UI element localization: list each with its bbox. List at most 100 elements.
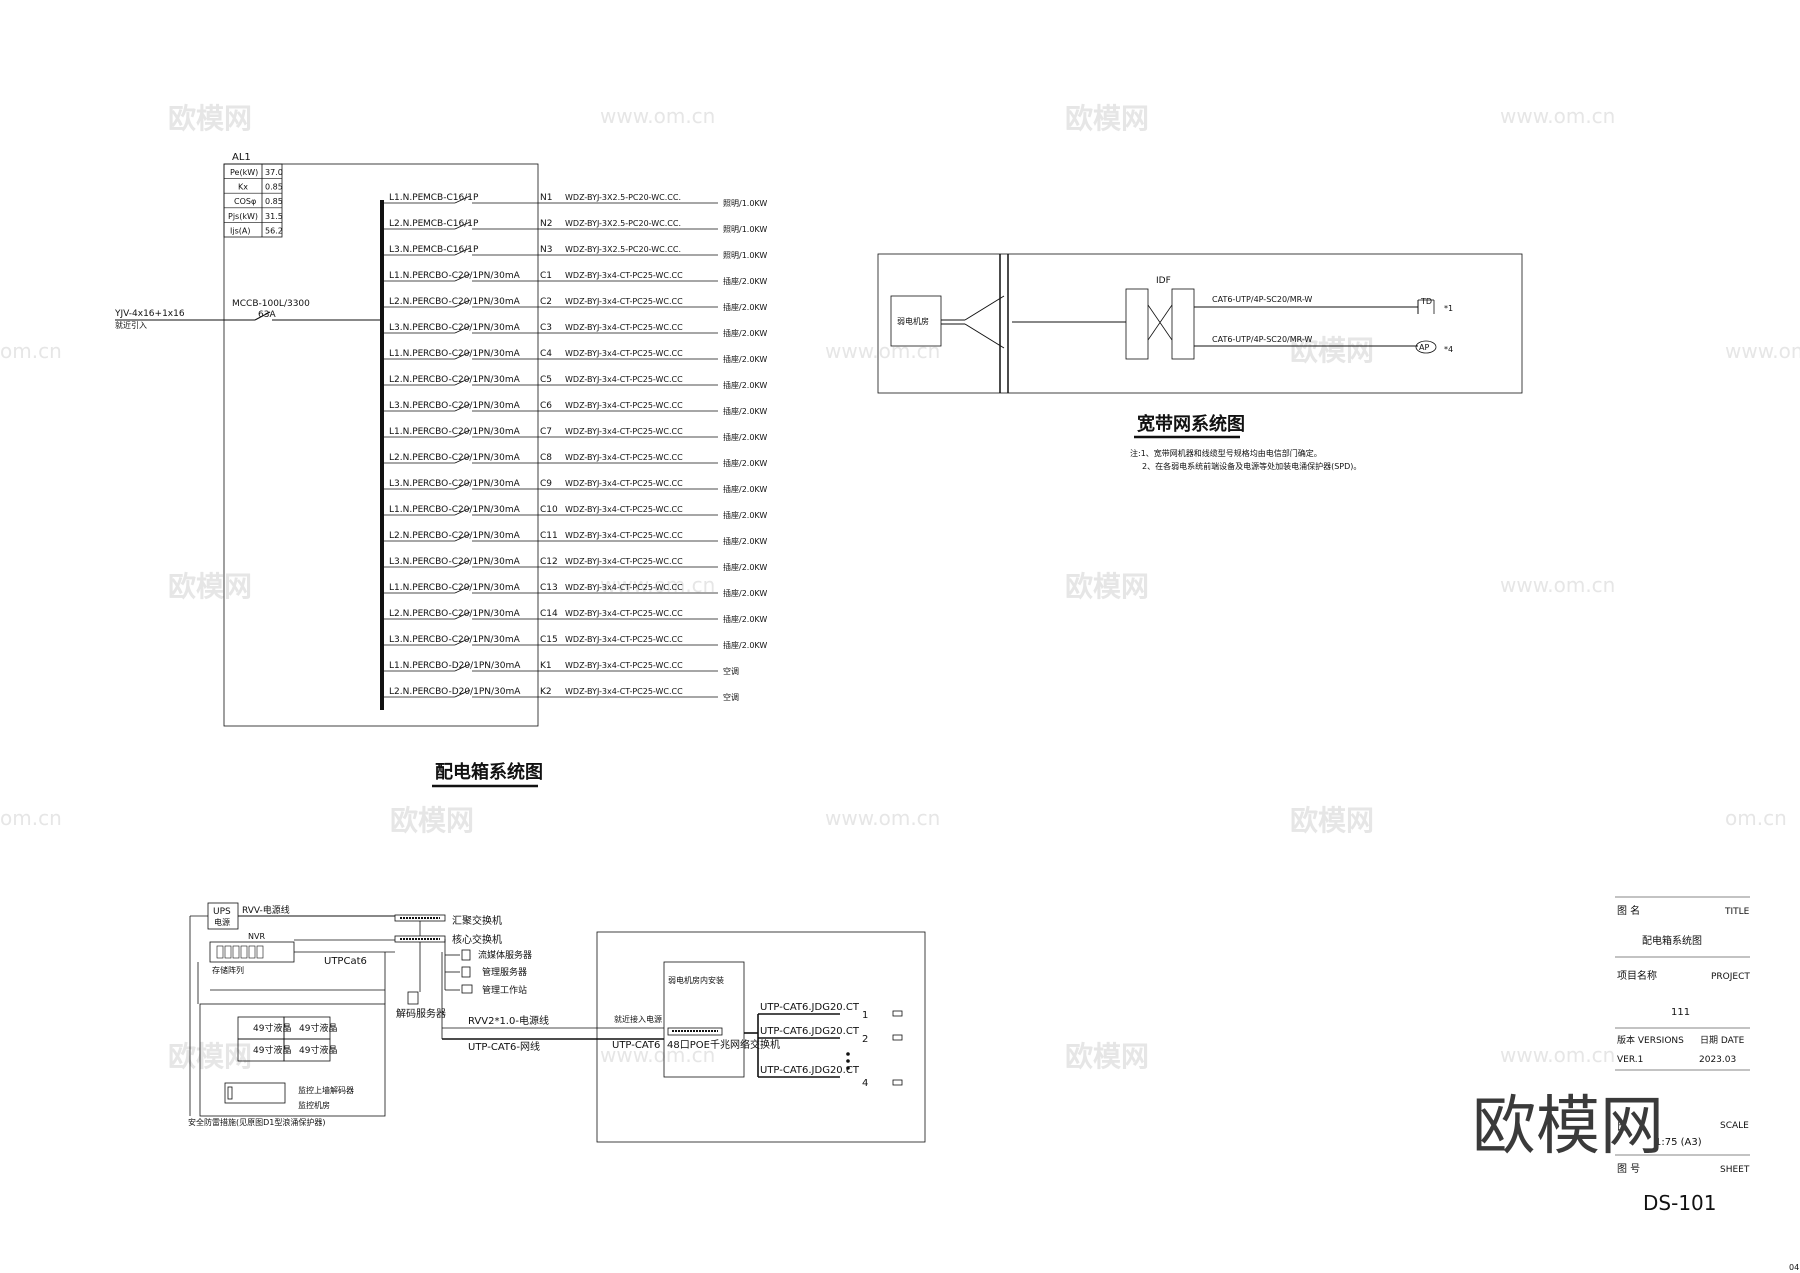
aggregation-switch-icon bbox=[394, 914, 446, 922]
project-en: PROJECT bbox=[1711, 972, 1750, 982]
breaker-contact bbox=[454, 585, 471, 594]
param-key: COSφ bbox=[234, 197, 256, 206]
core-switch-label: 核心交换机 bbox=[452, 933, 502, 946]
circuit-phase: L3.N.PE bbox=[389, 479, 424, 489]
breaker-contact bbox=[454, 689, 471, 698]
project-cn: 项目名称 bbox=[1617, 969, 1657, 982]
brand-watermark: 欧模网 bbox=[1472, 1090, 1664, 1164]
server-icon bbox=[461, 949, 471, 961]
broadband-diagram: 弱电机房 IDF CAT6-UTP/4P-SC20/MR-W CAT6-UTP/… bbox=[877, 253, 1523, 471]
param-key: Pjs(kW) bbox=[228, 212, 258, 221]
circuit-id: C11 bbox=[540, 531, 558, 541]
circuit-phase: L2.N.PE bbox=[389, 609, 424, 619]
watermark-url: www.om.cn bbox=[1500, 573, 1615, 597]
circuit-id: C15 bbox=[540, 635, 558, 645]
circuit-id: C13 bbox=[540, 583, 558, 593]
nvr-box bbox=[209, 941, 295, 963]
data-outlet-icon: TD bbox=[1417, 297, 1435, 314]
circuit-id: N1 bbox=[540, 193, 552, 203]
ups-label: UPS bbox=[213, 907, 231, 917]
circuit-breaker: RCBO-C20/1PN/30mA bbox=[423, 609, 521, 619]
watermark-logo: 欧模网 bbox=[1290, 804, 1374, 837]
panel-name: AL1 bbox=[232, 152, 251, 163]
breaker-contact bbox=[454, 403, 471, 412]
video-wall-box bbox=[199, 1003, 386, 1117]
weak-room-box bbox=[890, 295, 942, 347]
circuit-cable: WDZ-BYJ-3x4-CT-PC25-WC.CC bbox=[565, 297, 683, 306]
poe-switch-box bbox=[663, 961, 745, 1078]
circuit-cable: WDZ-BYJ-3x4-CT-PC25-WC.CC bbox=[565, 583, 683, 592]
streaming-server-label: 流媒体服务器 bbox=[478, 949, 532, 961]
param-key: Kx bbox=[238, 183, 248, 192]
circuit-phase: L1.N.PE bbox=[389, 349, 424, 359]
watermark-url: www.om.cn bbox=[600, 104, 715, 128]
scale-value: 1:75 (A3) bbox=[1655, 1137, 1702, 1148]
circuit-cable: WDZ-BYJ-3x4-CT-PC25-WC.CC bbox=[565, 453, 683, 462]
circuit-cable: WDZ-BYJ-3x4-CT-PC25-WC.CC bbox=[565, 323, 683, 332]
distribution-panel-diagram: AL1 Pe(kW) 37.0 Kx 0.85 COSφ 0.85 Pjs(kW… bbox=[114, 152, 767, 788]
circuit-phase: L1.N.PE bbox=[389, 505, 424, 515]
breaker-contact bbox=[454, 325, 471, 334]
circuit-id: K1 bbox=[540, 661, 552, 671]
circuit-load: 插座/2.0KW bbox=[723, 640, 767, 650]
breaker-contact bbox=[454, 247, 471, 256]
circuit-phase: L2.N.PE bbox=[389, 531, 424, 541]
circuit-id: C8 bbox=[540, 453, 552, 463]
param-value: 31.5 bbox=[265, 212, 283, 221]
date-value: 2023.03 bbox=[1699, 1055, 1736, 1065]
weak-room-label: 弱电机房 bbox=[897, 316, 929, 326]
circuit-id: C5 bbox=[540, 375, 552, 385]
watermark-url: om.cn bbox=[0, 806, 62, 830]
decoder-device-label: 监控上墙解码器 bbox=[298, 1085, 354, 1095]
workstation-icon bbox=[461, 984, 473, 994]
wireless-ap-icon: AP bbox=[1415, 340, 1437, 354]
circuit-cable: WDZ-BYJ-3x4-CT-PC25-WC.CC bbox=[565, 401, 683, 410]
title-value: 配电箱系统图 bbox=[1642, 934, 1702, 947]
scale-cn: 比 bbox=[1617, 1121, 1627, 1133]
circuit-breaker: MCB-C16/1P bbox=[423, 219, 479, 229]
watermark-logo: 欧模网 bbox=[390, 804, 474, 837]
ups-sub-label: 电源 bbox=[214, 917, 230, 927]
circuit-load: 照明/1.0KW bbox=[723, 225, 767, 234]
watermark-logo: 欧模网 bbox=[168, 102, 252, 135]
circuit-cable: WDZ-BYJ-3x4-CT-PC25-WC.CC bbox=[565, 479, 683, 488]
watermark-url: www.om.cn bbox=[1500, 1043, 1615, 1067]
circuit-load: 插座/2.0KW bbox=[723, 406, 767, 416]
utp-cat6-label: UTPCat6 bbox=[324, 956, 367, 967]
poe-switch-label: 48口POE千兆网络交换机 bbox=[667, 1038, 780, 1051]
circuit-cable: WDZ-BYJ-3x4-CT-PC25-WC.CC bbox=[565, 557, 683, 566]
incoming-cable-label: YJV-4x16+1x16 bbox=[114, 309, 185, 319]
circuit-load: 插座/2.0KW bbox=[723, 458, 767, 468]
title-block: 图 名 TITLE 配电箱系统图 项目名称 PROJECT 111 版本 VER… bbox=[1472, 896, 1799, 1272]
circuit-breaker: RCBO-C20/1PN/30mA bbox=[423, 531, 521, 541]
version-value: VER.1 bbox=[1617, 1055, 1643, 1065]
circuit-id: C10 bbox=[540, 505, 558, 515]
title-en: TITLE bbox=[1724, 907, 1750, 917]
circuit-load: 插座/2.0KW bbox=[723, 510, 767, 520]
camera-icon bbox=[892, 1079, 903, 1086]
circuit-phase: L2.N.PE bbox=[389, 453, 424, 463]
monitor-label: 49寸液晶 bbox=[299, 1044, 337, 1056]
watermark-url: www.om.cn bbox=[1500, 104, 1615, 128]
version-label: 版本 VERSIONS bbox=[1617, 1034, 1684, 1046]
camera-icon bbox=[892, 1034, 903, 1041]
circuit-breaker: RCBO-C20/1PN/30mA bbox=[423, 297, 521, 307]
access-label: 就近接入电源 bbox=[614, 1014, 662, 1024]
rvv2-label: RVV2*1.0-电源线 bbox=[468, 1014, 549, 1027]
circuit-cable: WDZ-BYJ-3x4-CT-PC25-WC.CC bbox=[565, 375, 683, 384]
circuit-cable: WDZ-BYJ-3x4-CT-PC25-WC.CC bbox=[565, 349, 683, 358]
circuit-breaker: RCBO-C20/1PN/30mA bbox=[423, 635, 521, 645]
circuit-phase: L2.N.PE bbox=[389, 375, 424, 385]
breaker-contact bbox=[454, 221, 471, 230]
watermark-url: www.om.cn bbox=[825, 339, 940, 363]
param-value: 56.2 bbox=[265, 226, 283, 235]
circuit-cable: WDZ-BYJ-3X2.5-PC20-WC.CC. bbox=[565, 193, 681, 202]
watermark-logo: 欧模网 bbox=[1065, 1040, 1149, 1073]
